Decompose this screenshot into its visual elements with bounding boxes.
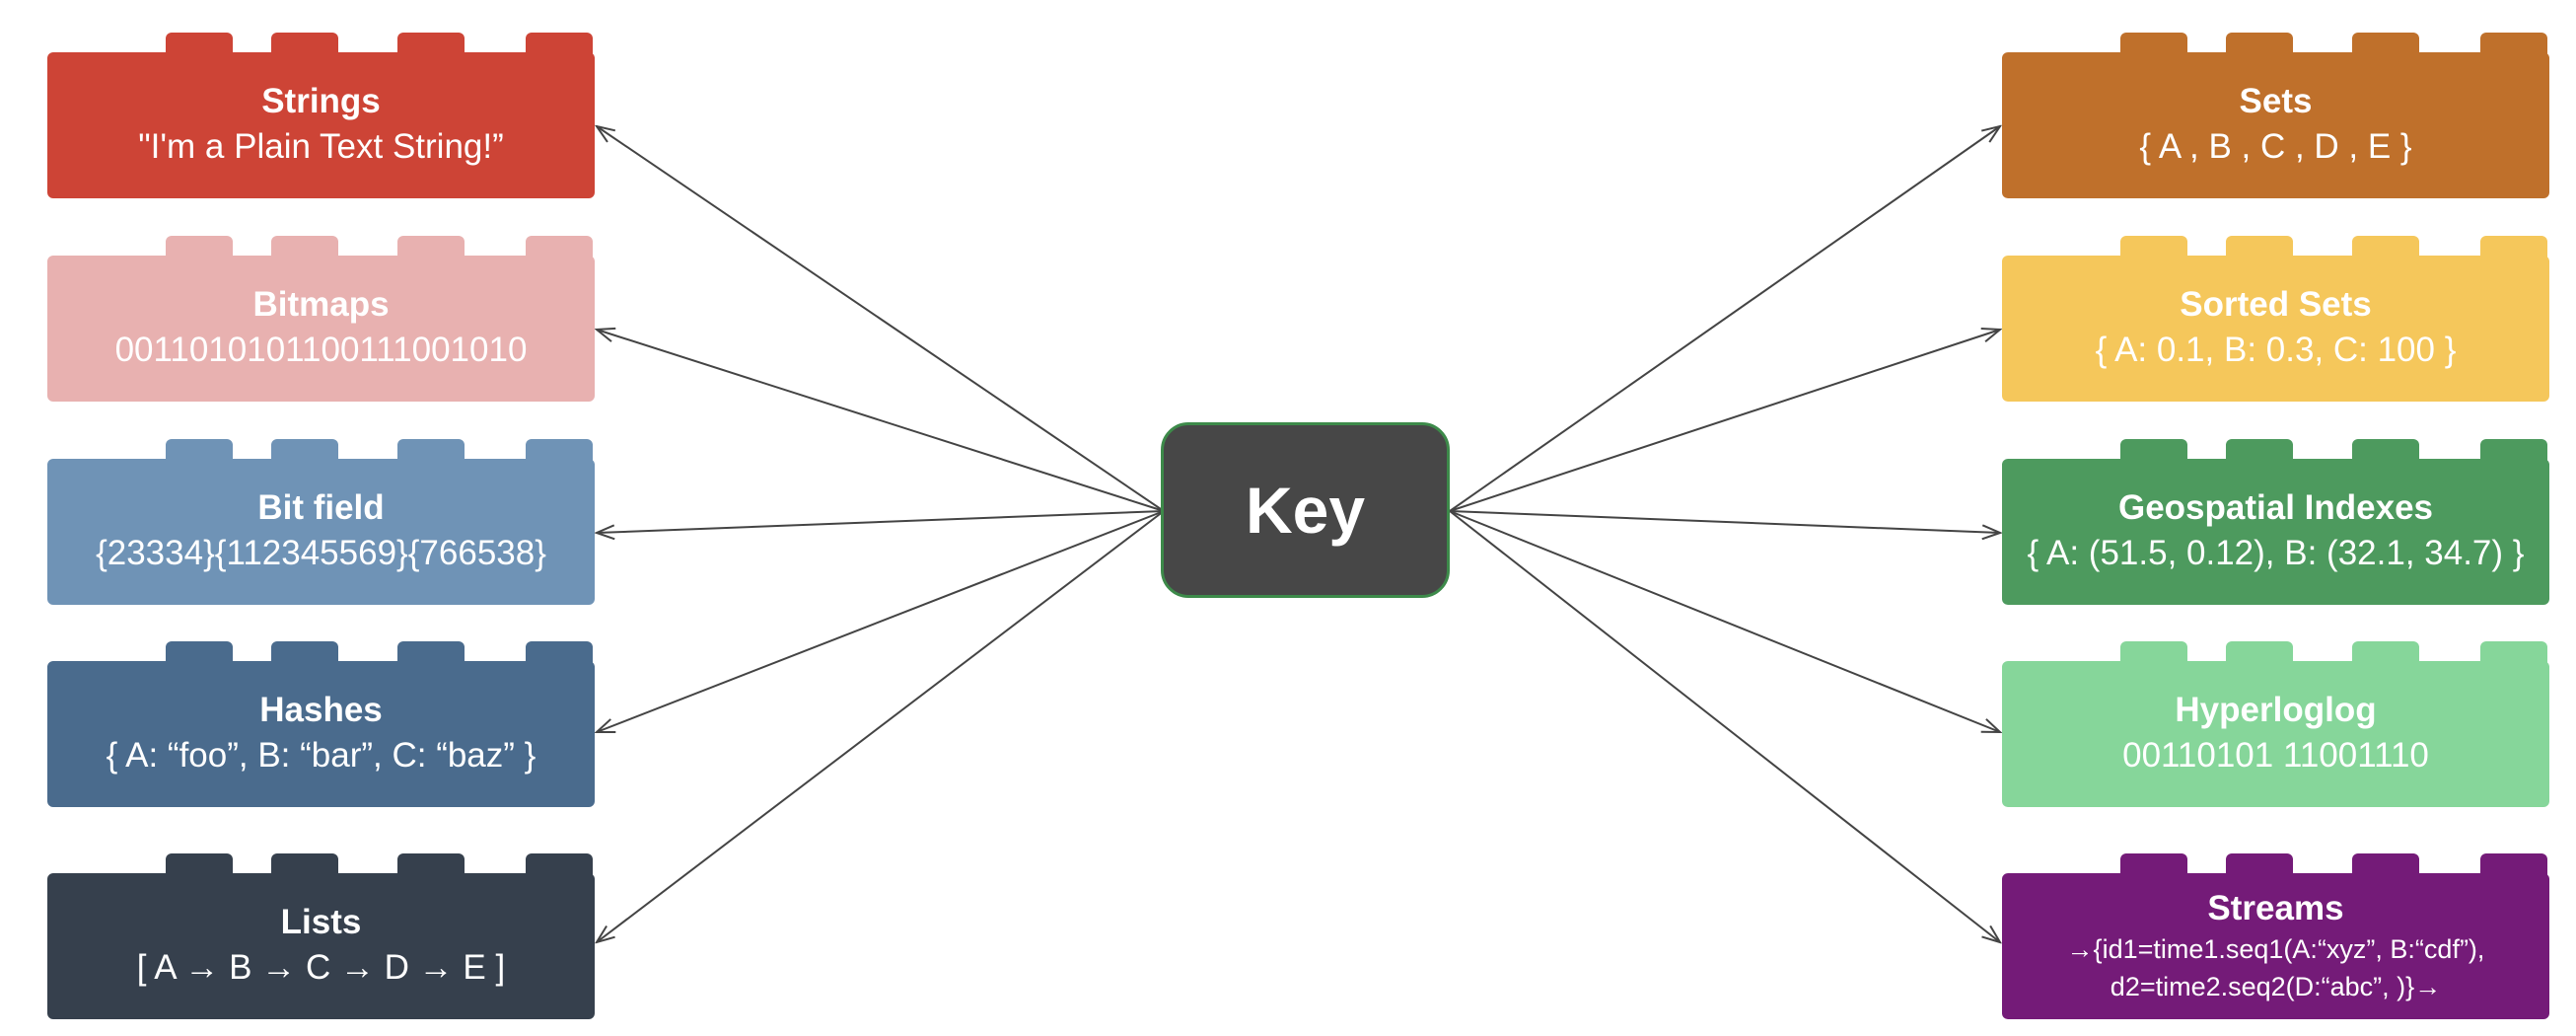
brick-body: Hashes { A: “foo”, B: “bar”, C: “baz” }: [47, 661, 595, 807]
brick-body: Sets { A , B , C , D , E }: [2002, 52, 2549, 198]
brick-title: Lists: [280, 903, 362, 941]
brick-body: Bitmaps 0011010101100111001010: [47, 256, 595, 402]
brick-value-line-2: d2=time2.seq2(D:“abc”, )}→: [2110, 972, 2442, 1001]
brick-value: { A: 0.1, B: 0.3, C: 100 }: [2095, 331, 2457, 369]
brick-title: Bitmaps: [252, 285, 390, 324]
left-arrow-3: [597, 510, 1165, 533]
brick-title: Sorted Sets: [2180, 285, 2372, 324]
brick-value: [ A → B → C → D → E ]: [136, 948, 506, 987]
brick-value: 0011010101100111001010: [114, 331, 528, 369]
brick-body: Bit field {23334}{112345569}{766538}: [47, 459, 595, 605]
brick-title: Strings: [261, 82, 381, 120]
brick-title: Hashes: [259, 691, 383, 729]
brick-hashes: Hashes { A: “foo”, B: “bar”, C: “baz” }: [47, 641, 595, 807]
brick-value: "I'm a Plain Text String!”: [138, 127, 504, 166]
brick-body: Strings "I'm a Plain Text String!”: [47, 52, 595, 198]
brick-value: 00110101 11001110: [2122, 736, 2429, 775]
brick-value: { A: (51.5, 0.12), B: (32.1, 34.7) }: [2027, 534, 2525, 572]
left-arrow-1: [597, 126, 1165, 512]
brick-value: { A: “foo”, B: “bar”, C: “baz” }: [106, 736, 537, 775]
brick-body: Geospatial Indexes { A: (51.5, 0.12), B:…: [2002, 459, 2549, 605]
brick-body: Streams →{id1=time1.seq1(A:“xyz”, B:“cdf…: [2002, 873, 2549, 1019]
key-node: Key: [1161, 422, 1450, 598]
brick-body: Sorted Sets { A: 0.1, B: 0.3, C: 100 }: [2002, 256, 2549, 402]
brick-bit-field: Bit field {23334}{112345569}{766538}: [47, 439, 595, 605]
brick-title: Bit field: [257, 488, 385, 527]
brick-sorted-sets: Sorted Sets { A: 0.1, B: 0.3, C: 100 }: [2002, 236, 2549, 402]
right-arrow-2: [1449, 330, 2000, 512]
right-arrow-1: [1449, 126, 2000, 512]
right-arrow-4: [1449, 510, 2000, 732]
right-arrow-5: [1449, 510, 2000, 942]
brick-value: {23334}{112345569}{766538}: [96, 534, 546, 572]
right-arrow-3: [1449, 510, 2000, 533]
brick-lists: Lists [ A → B → C → D → E ]: [47, 853, 595, 1019]
left-arrow-5: [597, 510, 1165, 942]
brick-title: Hyperloglog: [2175, 691, 2377, 729]
brick-bitmaps: Bitmaps 0011010101100111001010: [47, 236, 595, 402]
brick-value: →{id1=time1.seq1(A:“xyz”, B:“cdf”),: [2066, 934, 2485, 964]
brick-streams: Streams →{id1=time1.seq1(A:“xyz”, B:“cdf…: [2002, 853, 2549, 1019]
brick-strings: Strings "I'm a Plain Text String!”: [47, 33, 595, 198]
brick-geospatial-indexes: Geospatial Indexes { A: (51.5, 0.12), B:…: [2002, 439, 2549, 605]
brick-body: Hyperloglog 00110101 11001110: [2002, 661, 2549, 807]
brick-title: Sets: [2239, 82, 2313, 120]
brick-body: Lists [ A → B → C → D → E ]: [47, 873, 595, 1019]
brick-value: { A , B , C , D , E }: [2139, 127, 2412, 166]
brick-hyperloglog: Hyperloglog 00110101 11001110: [2002, 641, 2549, 807]
left-arrow-4: [597, 510, 1165, 732]
left-arrow-2: [597, 330, 1165, 512]
brick-sets: Sets { A , B , C , D , E }: [2002, 33, 2549, 198]
brick-title: Streams: [2207, 889, 2344, 927]
key-label: Key: [1245, 474, 1366, 547]
brick-title: Geospatial Indexes: [2117, 488, 2434, 527]
